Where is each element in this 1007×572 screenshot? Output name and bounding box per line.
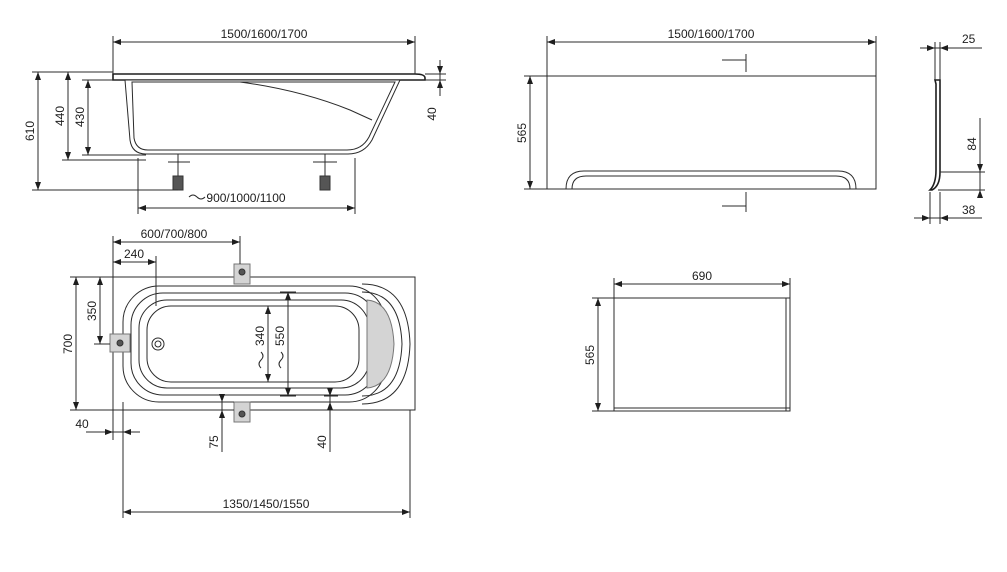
panel-profile <box>928 79 941 191</box>
top-offset-label: 240 <box>124 247 144 261</box>
front-panel-height-label: 565 <box>515 123 529 143</box>
tub-rim <box>112 73 426 81</box>
profile-top-label: 25 <box>962 32 976 46</box>
bracket-top <box>233 263 251 285</box>
side-length-label: 1500/1600/1700 <box>221 27 308 41</box>
tub-headrest <box>361 283 411 405</box>
top-position-label: 600/700/800 <box>141 227 208 241</box>
side-view: 1500/1600/1700 610 440 430 40 <box>23 27 446 214</box>
approx-symbol <box>258 351 264 369</box>
tub-basin-inner <box>146 305 360 383</box>
top-edge-left-label: 40 <box>75 417 89 431</box>
front-panel-view: 1500/1600/1700 565 <box>515 27 877 212</box>
tub-inner-contour <box>131 81 396 151</box>
top-edge-right-label: 40 <box>315 435 329 449</box>
drain <box>151 337 165 351</box>
profile-foot-label: 38 <box>962 203 976 217</box>
tub-backrest-line <box>239 81 373 121</box>
top-bottom-width-label: 340 <box>253 326 267 346</box>
leg-right <box>313 154 337 191</box>
bracket-left <box>109 333 131 353</box>
side-panel-height-label: 565 <box>583 345 597 365</box>
top-inner-length-label: 1350/1450/1550 <box>223 497 310 511</box>
top-view: 600/700/800 240 700 350 550 340 <box>61 227 416 518</box>
approx-symbol <box>188 194 206 200</box>
top-half-width-label: 350 <box>85 301 99 321</box>
side-height-total-label: 610 <box>23 121 37 141</box>
leg-left <box>168 154 190 191</box>
side-panel <box>613 297 791 412</box>
side-panel-width-label: 690 <box>692 269 712 283</box>
front-panel <box>546 75 877 190</box>
side-leg-span-label: 900/1000/1100 <box>206 191 286 205</box>
front-panel-recess <box>565 170 857 190</box>
side-height-body-label: 430 <box>73 107 87 127</box>
profile-recess-label: 84 <box>965 137 979 151</box>
top-inner-width-label: 550 <box>273 326 287 346</box>
tub-body <box>124 79 401 155</box>
side-panel-view: 690 565 <box>583 269 791 412</box>
side-height-rim-label: 440 <box>53 106 67 126</box>
bracket-bottom <box>233 401 251 423</box>
front-panel-length-label: 1500/1600/1700 <box>668 27 755 41</box>
top-width-label: 700 <box>61 334 75 354</box>
top-edge-bracket-label: 75 <box>207 435 221 449</box>
panel-profile-view: 25 84 38 <box>914 32 985 224</box>
side-rim-thickness-label: 40 <box>425 107 439 121</box>
